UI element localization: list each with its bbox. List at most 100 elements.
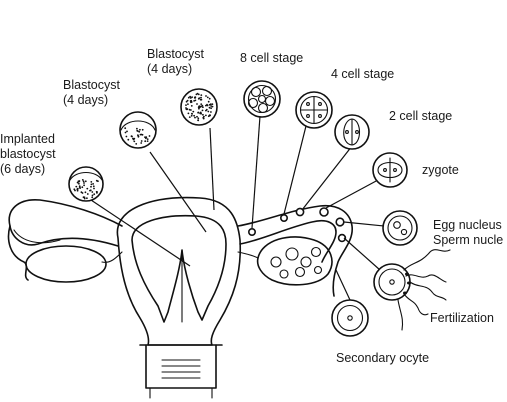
four-cell-stage-cell (295, 91, 333, 129)
cell-speckle (200, 96, 202, 99)
secondary-oocyte-cell (331, 299, 369, 337)
right-fallopian-tube (237, 204, 353, 297)
cell-speckle (208, 106, 211, 109)
blastocyst-top-cell (180, 88, 218, 126)
cell-speckle (199, 112, 202, 115)
cell-speckle (124, 127, 127, 130)
cell-speckle (95, 179, 98, 182)
cell-speckle (89, 189, 91, 192)
label-egg-sperm-nuclei: Egg nucleus Sperm nucle (433, 218, 503, 248)
cell-speckle (187, 112, 190, 115)
cell-speckle (136, 130, 139, 132)
cell-speckle (127, 138, 130, 141)
label-implanted-line2: blastocyst (0, 147, 56, 161)
cell-speckle (193, 100, 196, 102)
cell-speckle (140, 142, 143, 144)
cell-speckle (86, 197, 88, 200)
cell-speckle (210, 111, 212, 113)
cell-speckle (199, 98, 202, 101)
cell-speckle (189, 95, 192, 98)
cell-speckle (78, 182, 80, 185)
cell-speckle (144, 136, 146, 139)
cell-speckle (185, 108, 188, 111)
label-8-cell-stage: 8 cell stage (240, 51, 304, 65)
cell-speckle (91, 191, 94, 193)
cell-speckle (211, 105, 214, 108)
cell-speckle (126, 130, 128, 133)
cell-speckle (91, 194, 94, 197)
cell-speckle (146, 140, 149, 143)
cell-speckle (190, 109, 192, 111)
implanted-blastocyst-cell (68, 166, 104, 202)
cell-speckle (188, 116, 191, 118)
label-zygote: zygote (422, 163, 459, 177)
cell-speckle (185, 104, 187, 106)
cell-speckle (198, 107, 200, 110)
left-ovary (25, 245, 123, 283)
cell-speckle (81, 179, 84, 181)
cell-speckle (194, 116, 196, 119)
cell-speckle (132, 137, 134, 140)
cell-speckle (210, 105, 213, 107)
cell-speckle (200, 103, 203, 105)
cell-speckle (138, 130, 141, 133)
cell-speckle (202, 113, 204, 116)
right-ovary (237, 236, 333, 286)
cell-speckle (75, 185, 78, 188)
cell-speckle (82, 180, 85, 183)
cell-speckle (140, 140, 143, 142)
label-fertilization: Fertilization (430, 311, 494, 325)
label-blastocyst-top: Blastocyst (4 days) (147, 47, 204, 77)
cell-speckle (73, 188, 76, 191)
cell-speckle (78, 186, 81, 189)
cell-speckle (76, 187, 79, 190)
cell-speckle (93, 187, 95, 190)
cell-speckle (201, 109, 204, 112)
cell-speckle (90, 183, 93, 186)
cell-speckle (187, 96, 190, 99)
cell-speckle (207, 100, 210, 103)
cell-speckle (196, 115, 198, 118)
label-blastocyst-top-line1: Blastocyst (147, 47, 204, 61)
cell-speckle (187, 103, 189, 105)
cell-speckle (139, 133, 142, 136)
cell-speckle (84, 180, 87, 183)
cell-speckle (124, 131, 127, 134)
label-blastocyst-left: Blastocyst (4 days) (63, 78, 120, 108)
cell-speckle (197, 119, 200, 122)
cell-speckle (189, 100, 192, 102)
zygote-cell (372, 152, 408, 188)
label-sperm-nucleus: Sperm nucle (433, 233, 504, 247)
cell-speckle (92, 185, 95, 188)
cell-speckle (201, 104, 204, 107)
cell-speckle (86, 187, 89, 190)
cell-speckle (77, 180, 80, 183)
cell-speckle (209, 114, 211, 117)
label-implanted-blastocyst: Implanted blastocyst (6 days) (0, 132, 56, 177)
left-fallopian-tube (7, 199, 123, 281)
cell-speckle (84, 191, 87, 194)
cell-speckle (148, 135, 151, 137)
cell-speckle (205, 104, 207, 107)
cell-speckle (136, 127, 138, 130)
cell-speckle (198, 105, 201, 107)
cell-speckle (206, 96, 209, 99)
cell-speckle (81, 186, 84, 189)
cell-speckle (192, 110, 195, 113)
label-implanted-line3: (6 days) (0, 162, 46, 176)
cell-speckle (190, 105, 193, 107)
cell-speckle (91, 196, 94, 199)
cell-speckle (186, 99, 189, 102)
cell-speckle (208, 103, 211, 106)
cell-speckle (197, 97, 200, 100)
cell-speckle (210, 107, 213, 110)
cell-speckle (211, 103, 214, 106)
cell-speckle (205, 114, 207, 117)
blastocyst-left-cell (119, 111, 157, 149)
cell-speckle (144, 140, 147, 143)
cell-speckle (90, 181, 93, 183)
label-blastocyst-top-line2: (4 days) (147, 62, 193, 76)
cell-speckle (141, 128, 144, 131)
eight-cell-stage-cell (243, 80, 281, 118)
